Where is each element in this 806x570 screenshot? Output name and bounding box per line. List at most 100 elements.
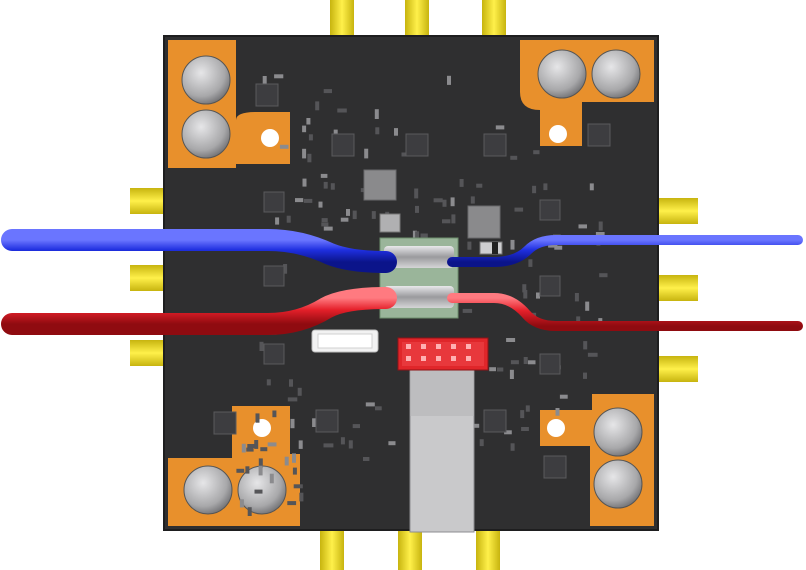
capacitor: [593, 407, 643, 457]
ic-chip: [315, 409, 339, 433]
smd-part: [459, 179, 464, 187]
smd-part: [323, 89, 332, 94]
ic-chip: [213, 411, 237, 435]
smd-part: [528, 259, 533, 267]
smd-part: [246, 447, 254, 452]
ic-chip: [483, 409, 507, 433]
smd-part: [267, 442, 277, 447]
smd-part: [302, 148, 307, 159]
smd-part: [583, 341, 588, 350]
smd-part: [479, 439, 484, 447]
smd-part: [307, 153, 312, 163]
smd-part: [297, 387, 302, 396]
smd-part: [476, 183, 483, 188]
capacitors: [181, 49, 643, 515]
smd-part: [555, 408, 560, 416]
ic-chips: [213, 83, 611, 479]
shunt-resistor: [384, 246, 454, 268]
smd-part: [574, 293, 579, 302]
smd-part: [321, 218, 328, 223]
smd-part: [293, 484, 303, 489]
smd-part: [510, 155, 518, 160]
smd-part: [576, 316, 581, 324]
smd-part: [388, 441, 396, 446]
smd-part: [504, 430, 512, 435]
smd-part: [312, 418, 317, 427]
smd-part: [254, 489, 263, 494]
smd-part: [510, 239, 515, 250]
smd-part: [587, 352, 598, 357]
smd-part: [467, 241, 472, 250]
smd-part: [374, 109, 379, 119]
smd-part: [521, 427, 529, 431]
smd-part: [510, 443, 515, 451]
smd-part: [433, 198, 443, 203]
smd-part: [371, 211, 376, 219]
smd-part: [245, 466, 250, 474]
ic-chip: [483, 133, 507, 157]
smd-part: [287, 397, 298, 402]
smd-part: [363, 457, 370, 461]
capacitor: [593, 459, 643, 509]
smd-part: [283, 264, 288, 274]
ic-chip: [263, 343, 285, 365]
smd-part: [509, 369, 514, 379]
smd-part: [525, 405, 530, 412]
smd-part: [450, 197, 455, 207]
diode: [479, 241, 503, 255]
smd-part: [495, 125, 505, 130]
smd-part: [583, 372, 587, 379]
smd-part: [536, 292, 540, 299]
current-sense-block: [379, 237, 459, 319]
smd-part: [340, 217, 349, 222]
ic-chip: [539, 353, 561, 375]
ic-chip: [263, 265, 285, 287]
smd-part: [414, 188, 419, 199]
smd-part: [302, 125, 307, 133]
header-pin: [406, 356, 411, 361]
smd-part: [510, 360, 519, 365]
header-pins: [406, 344, 471, 361]
wires: [1, 229, 803, 335]
ic-chip: [539, 275, 561, 297]
smd-part: [447, 75, 451, 85]
header-pin: [406, 344, 411, 349]
smd-part: [295, 198, 304, 203]
smd-part: [523, 290, 528, 299]
smd-part: [522, 284, 527, 293]
capacitor: [537, 49, 587, 99]
capacitor: [183, 465, 233, 515]
smd-part: [298, 440, 303, 449]
smd-part: [272, 410, 277, 418]
smd-part: [306, 118, 311, 125]
smd-part: [365, 402, 375, 407]
header-pin: [436, 356, 441, 361]
mounting-hole: [261, 129, 279, 147]
smd-part: [506, 338, 516, 342]
smd-part: [258, 465, 263, 476]
shunt-resistor: [384, 286, 454, 308]
smd-part: [394, 128, 398, 136]
capacitor: [181, 109, 231, 159]
smd-part: [302, 178, 307, 187]
smd-part: [559, 394, 568, 399]
smd-part: [259, 341, 264, 351]
smd-part: [286, 215, 291, 223]
ic-chip: [263, 191, 285, 213]
smd-part: [442, 199, 447, 207]
smd-part: [340, 437, 345, 445]
smd-part: [292, 453, 296, 463]
smd-part: [287, 501, 297, 506]
smd-part: [442, 219, 451, 224]
smd-part: [315, 101, 320, 111]
smd-part: [330, 183, 335, 190]
smd-part: [299, 492, 304, 502]
wire-blue-left: [1, 229, 397, 273]
smd-part: [527, 360, 536, 365]
smd-part: [247, 507, 252, 516]
diode-band: [492, 242, 498, 254]
smd-part: [497, 367, 504, 372]
header-pin: [466, 344, 471, 349]
smd-part: [308, 134, 313, 141]
